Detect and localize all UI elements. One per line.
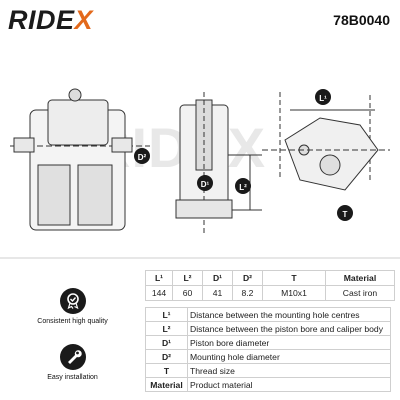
spec-value-row: 144 60 41 8.2 M10x1 Cast iron (145, 285, 395, 301)
legend-desc: Piston bore diameter (187, 335, 391, 350)
brand-logo-main: RIDE (8, 5, 75, 35)
spec-value-D1: 41 (202, 285, 233, 301)
spec-table: L¹ L² D¹ D² T Material 144 60 41 8.2 M10… (145, 270, 395, 301)
svg-text:L²: L² (239, 183, 247, 192)
spec-header-material: Material (325, 270, 395, 286)
part-number: 78B0040 (333, 12, 390, 28)
technical-drawing: L¹ D² D¹ L² T (10, 88, 390, 235)
label-L2: L² (235, 178, 251, 194)
label-D1: D¹ (197, 175, 213, 191)
legend-desc: Thread size (187, 363, 391, 378)
label-L1: L¹ (315, 89, 331, 105)
spec-header-row: L¹ L² D¹ D² T Material (145, 270, 395, 286)
legend-desc: Product material (187, 377, 391, 392)
spec-value-material: Cast iron (325, 285, 395, 301)
wrench-icon (59, 344, 86, 370)
badge-quality: Consistent high quality (0, 288, 145, 325)
brand-logo-x: X (74, 5, 94, 35)
legend-key: D² (145, 349, 188, 364)
badge-quality-label: Consistent high quality (37, 318, 108, 325)
spec-header-L2: L² (172, 270, 203, 286)
spec-value-T: M10x1 (262, 285, 326, 301)
spec-value-D2: 8.2 (232, 285, 263, 301)
section-divider (0, 257, 400, 259)
spec-header-D2: D² (232, 270, 263, 286)
legend-key: T (145, 363, 188, 378)
label-D2: D² (134, 148, 150, 164)
badge-installation: Easy installation (0, 344, 145, 381)
spec-value-L1: 144 (145, 285, 173, 301)
legend-desc: Distance between the mounting hole centr… (187, 307, 391, 322)
legend-desc: Distance between the piston bore and cal… (187, 321, 391, 336)
legend-key: L² (145, 321, 188, 336)
header: RIDEX 78B0040 (0, 0, 400, 38)
svg-text:L¹: L¹ (319, 94, 327, 103)
svg-text:D²: D² (138, 153, 147, 162)
caliper-rear-view (262, 92, 390, 191)
legend-key: L¹ (145, 307, 188, 322)
spec-header-D1: D¹ (202, 270, 233, 286)
spec-value-L2: 60 (172, 285, 203, 301)
legend-desc: Mounting hole diameter (187, 349, 391, 364)
spec-header-L1: L¹ (145, 270, 173, 286)
feature-badges: Consistent high quality Easy installatio… (0, 268, 145, 400)
legend-key: D¹ (145, 335, 188, 350)
svg-text:T: T (343, 210, 348, 219)
quality-medal-icon (59, 288, 86, 314)
label-T: T (337, 205, 353, 221)
legend-key: Material (145, 377, 188, 392)
spec-header-T: T (262, 270, 326, 286)
brand-logo: RIDEX (8, 5, 93, 36)
caliper-front-view (175, 92, 262, 235)
badge-installation-label: Easy installation (47, 374, 98, 381)
svg-text:D¹: D¹ (201, 180, 210, 189)
caliper-side-view (10, 88, 150, 231)
